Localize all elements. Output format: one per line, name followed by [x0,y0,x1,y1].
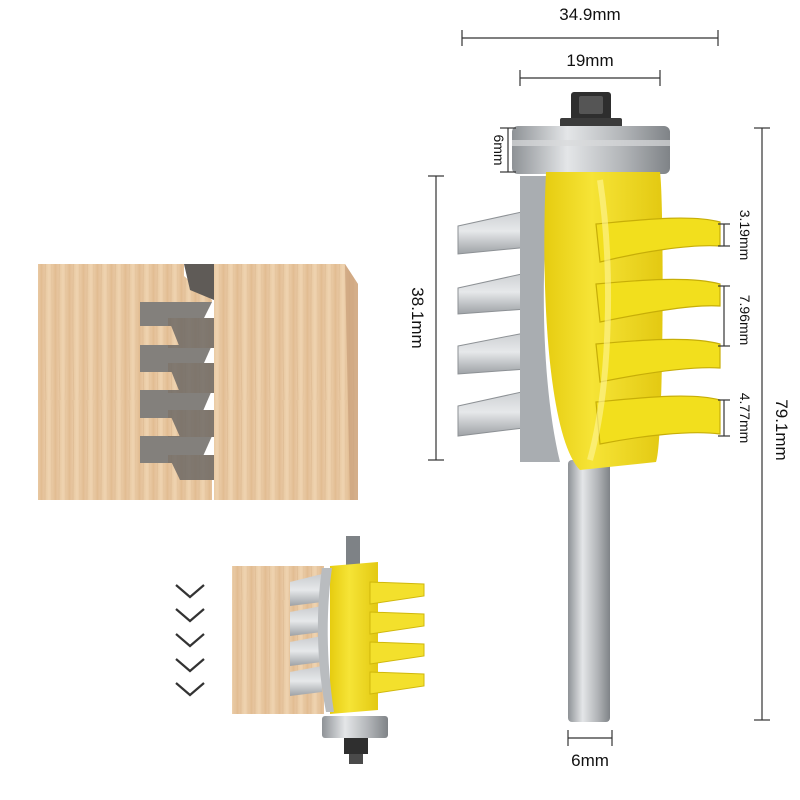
label-tooth-pitch: 7.96mm [737,295,753,346]
wood-board-left [38,264,212,500]
label-bearing-diameter: 19mm [566,51,613,70]
label-gap-top: 3.19mm [737,210,753,261]
shank [568,460,610,722]
finger-joint-wood [38,264,358,500]
label-overall-length: 79.1mm [772,399,791,460]
dimension-lines [428,30,770,746]
demo-illustration [232,536,425,764]
label-cutting-height: 38.1mm [408,287,427,348]
carbide-blades [457,207,541,437]
wood-board-right [168,264,358,500]
bearing [512,126,670,174]
router-bit [457,92,721,722]
label-shank-diameter: 6mm [571,751,609,770]
chevron-down-icon [175,584,205,697]
label-gap-bottom: 4.77mm [737,393,753,444]
label-overall-width: 34.9mm [559,5,620,24]
label-bearing-height: 6mm [491,134,507,165]
